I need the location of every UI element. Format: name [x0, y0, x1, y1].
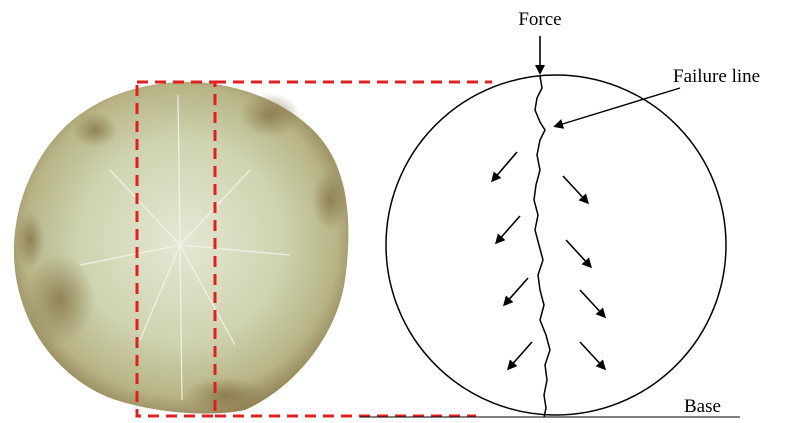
arrow-icon [566, 240, 590, 266]
arrow-icon [493, 152, 517, 180]
arrow-icon [497, 216, 520, 242]
failure-line-label: Failure line [673, 66, 760, 87]
arrow-icon [505, 278, 528, 304]
force-label: Force [518, 9, 561, 30]
specimen-photo [14, 82, 349, 414]
arrow-icon [580, 290, 604, 316]
arrow-icon [563, 176, 587, 202]
arrow-icon [509, 342, 532, 368]
left-displacement-arrows [493, 152, 532, 368]
failure-line [534, 76, 550, 417]
failure-line-pointer-icon [556, 88, 680, 126]
right-displacement-arrows [563, 176, 604, 368]
arrow-icon [580, 342, 604, 368]
base-label: Base [684, 396, 721, 417]
